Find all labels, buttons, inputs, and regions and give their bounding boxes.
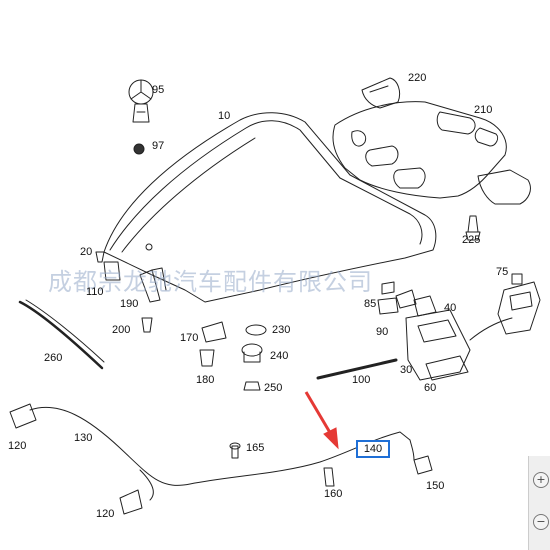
release-cable-part xyxy=(29,406,411,486)
insulation-part xyxy=(332,101,507,199)
part-label-90: 90 xyxy=(376,326,389,338)
watermark-text: 成都宗龙驰汽车配件有限公司 xyxy=(48,268,373,296)
hood-part xyxy=(103,112,437,303)
part-label-230: 230 xyxy=(272,324,291,336)
part-label-110: 110 xyxy=(86,286,104,298)
zoom-in-button[interactable]: + xyxy=(533,472,549,488)
side-toolbar xyxy=(528,456,550,550)
part-label-240: 240 xyxy=(270,350,289,362)
part-label-190: 190 xyxy=(120,298,139,310)
hinge-part xyxy=(139,269,161,303)
zoom-out-button[interactable]: − xyxy=(533,514,549,530)
striker-part xyxy=(497,281,541,335)
seal-strip-part xyxy=(18,300,104,370)
part-label-225: 225 xyxy=(462,234,481,246)
pad-part xyxy=(361,77,401,109)
part-label-180: 180 xyxy=(196,374,215,386)
part-label-10: 10 xyxy=(218,110,231,122)
part-label-75: 75 xyxy=(496,266,509,278)
part-label-120-bottom: 120 xyxy=(96,508,115,520)
part-label-165: 165 xyxy=(246,442,265,454)
part-label-260: 260 xyxy=(44,352,63,364)
latch-part xyxy=(405,309,471,381)
part-label-40: 40 xyxy=(444,302,457,314)
part-label-200: 200 xyxy=(112,324,131,336)
part-label-210: 210 xyxy=(474,104,493,116)
part-label-160: 160 xyxy=(324,488,343,500)
part-label-60: 60 xyxy=(424,382,437,394)
part-label-100: 100 xyxy=(352,374,371,386)
part-label-170: 170 xyxy=(180,332,199,344)
part-label-95: 95 xyxy=(152,84,165,96)
callout-arrow xyxy=(304,391,339,450)
part-label-120-top: 120 xyxy=(8,440,27,452)
part-label-130: 130 xyxy=(74,432,93,444)
part-label-250: 250 xyxy=(264,382,283,394)
part-label-150: 150 xyxy=(426,480,445,492)
prop-rod-part xyxy=(316,358,398,380)
highlighted-part-140: 140 xyxy=(356,440,390,458)
part-label-220: 220 xyxy=(408,72,427,84)
part-label-97: 97 xyxy=(152,140,165,152)
part-label-85: 85 xyxy=(364,298,377,310)
part-label-30: 30 xyxy=(400,364,413,376)
part-label-20: 20 xyxy=(80,246,93,258)
